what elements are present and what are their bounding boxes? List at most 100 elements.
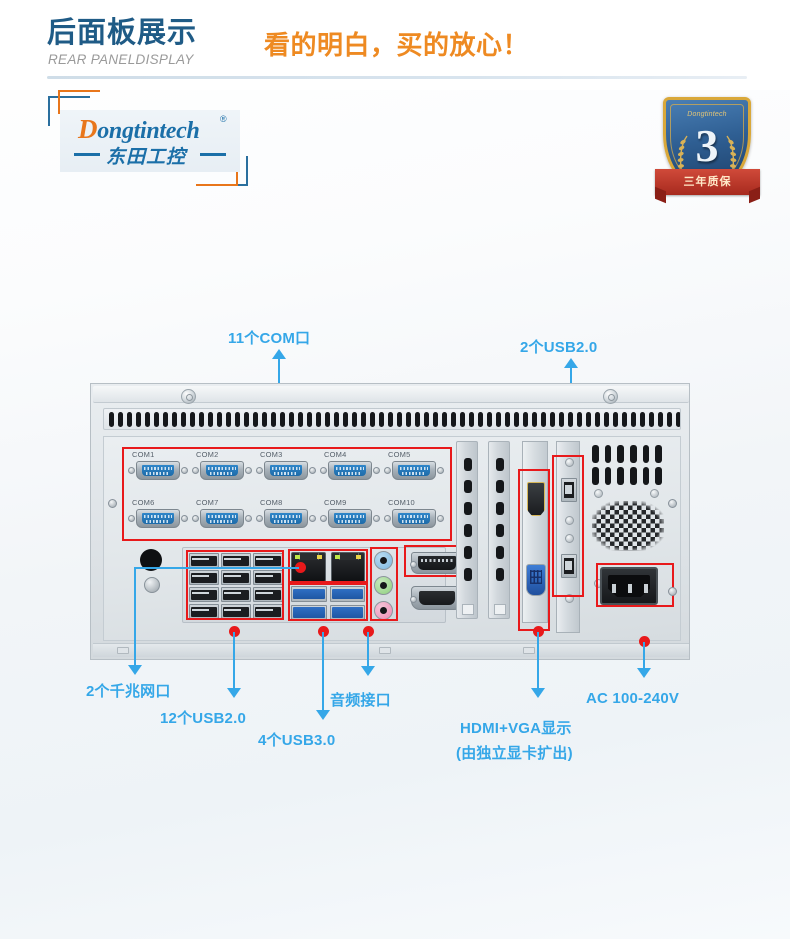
com-port[interactable]: COM5 [384,450,444,481]
usb2-port[interactable] [221,604,251,619]
db9-screw-icon [128,467,135,474]
panel-screw-left-icon [108,499,117,508]
usb2-port-bracket[interactable] [561,478,577,502]
ac-power-socket[interactable] [600,567,658,605]
badge-years-number: 3 [695,120,719,171]
db9-screw-icon [437,515,444,522]
callout-dot-usb2-panel [229,626,240,637]
vga-screw-icon [410,596,417,603]
usb3-port[interactable] [329,586,365,602]
db9-connector [392,461,436,480]
callout-bend-lan [134,567,299,569]
com-port[interactable]: COM4 [320,450,380,481]
io-panel-face: COM1 COM2 COM3 CO [103,436,681,641]
db9-screw-icon [192,515,199,522]
hdmi-port[interactable] [527,482,545,516]
db9-screw-icon [128,515,135,522]
logo-dash-left [74,153,100,156]
callout-label-display-line1: HDMI+VGA显示 [460,720,572,737]
usb2-port[interactable] [189,587,219,602]
pci-slot-cover [456,441,478,619]
com-port[interactable]: COM10 [384,498,444,529]
audio-jack-line-out[interactable] [374,576,393,595]
laurel-right-icon [726,135,737,177]
usb2-port-grid [189,553,283,619]
logo-initial: D [78,114,98,144]
audio-jack-line-in[interactable] [374,551,393,570]
callout-label-display-line2: (由独立显卡扩出) [456,745,573,762]
callout-line-display [537,632,539,690]
header-divider [47,76,747,79]
antenna-mount-screw-icon [144,577,160,593]
db9-connector [136,461,180,480]
com11-port[interactable] [410,552,464,574]
vga-port-graphics-card[interactable] [526,564,546,596]
db9-screw-icon [256,515,263,522]
callout-line-usb3 [322,632,324,712]
db9-screw-icon [256,467,263,474]
graphics-card-bracket [522,441,548,623]
power-supply-unit [588,439,672,639]
callout-label-usb2-rear: 2个USB2.0 [520,339,598,356]
com-port-label: COM9 [324,498,347,507]
highlight-box-usb3 [288,583,368,621]
db9-connector [136,509,180,528]
psu-screw-icon [650,489,659,498]
page-header: 后面板展示 REAR PANELDISPLAY 看的明白，买的放心！ [0,0,790,90]
logo-dash-right [200,153,226,156]
expansion-slot-zone [456,441,580,637]
com-port[interactable]: COM7 [192,498,252,529]
db9-screw-icon [410,561,417,568]
panel-screw-right-lower-icon [668,587,677,596]
com-port[interactable]: COM8 [256,498,316,529]
logo-brand-cn: 东田工控 [106,147,187,168]
com-port[interactable]: COM2 [192,450,252,481]
motherboard-io-block [182,547,464,623]
usb2-port[interactable] [189,570,219,585]
usb3-port[interactable] [291,586,327,602]
thumbscrew-right-icon[interactable] [603,389,618,404]
com-port[interactable]: COM9 [320,498,380,529]
db9-screw-icon [320,515,327,522]
callout-arrow-display [531,688,545,698]
db9-connector [264,461,308,480]
vga-port-onboard[interactable] [410,586,464,610]
highlight-box-lan [288,549,368,583]
callout-arrow-usb3 [316,710,330,720]
callout-arrow-com [272,349,286,359]
com-port-label: COM4 [324,450,347,459]
usb2-port[interactable] [221,570,251,585]
com-port[interactable]: COM3 [256,450,316,481]
rear-usb-bracket [556,441,580,633]
highlight-box-hdmi-vga [518,469,550,631]
usb2-port[interactable] [189,604,219,619]
logo-wordmark: Dongtintech [78,114,200,145]
usb2-port[interactable] [253,570,283,585]
usb2-port[interactable] [221,587,251,602]
com-port-label: COM2 [196,450,219,459]
bracket-screw-icon [565,534,574,543]
callout-label-audio: 音频接口 [330,692,391,709]
db9-connector [392,509,436,528]
com-port[interactable]: COM1 [128,450,188,481]
usb2-port[interactable] [253,553,283,568]
bracket-screw-icon [565,458,574,467]
callout-line-lan [134,567,136,667]
lan-port[interactable] [330,552,365,582]
db9-screw-icon [245,467,252,474]
psu-vent-grid [592,445,662,485]
callout-line-power [643,642,645,670]
com-port[interactable]: COM6 [128,498,188,529]
page-title-cn: 后面板展示 [47,17,198,49]
page-title-en: REAR PANELDISPLAY [48,52,194,67]
thumbscrew-left-icon[interactable] [181,389,196,404]
callout-label-power: AC 100-240V [586,690,680,707]
db9-screw-icon [437,467,444,474]
usb2-port-bracket[interactable] [561,554,577,578]
logo-cn-row: 东田工控 [74,142,226,168]
db9-connector [328,461,372,480]
com-port-label: COM5 [388,450,411,459]
callout-arrow-audio [361,666,375,676]
db9-connector [200,509,244,528]
com-port-label: COM10 [388,498,415,507]
